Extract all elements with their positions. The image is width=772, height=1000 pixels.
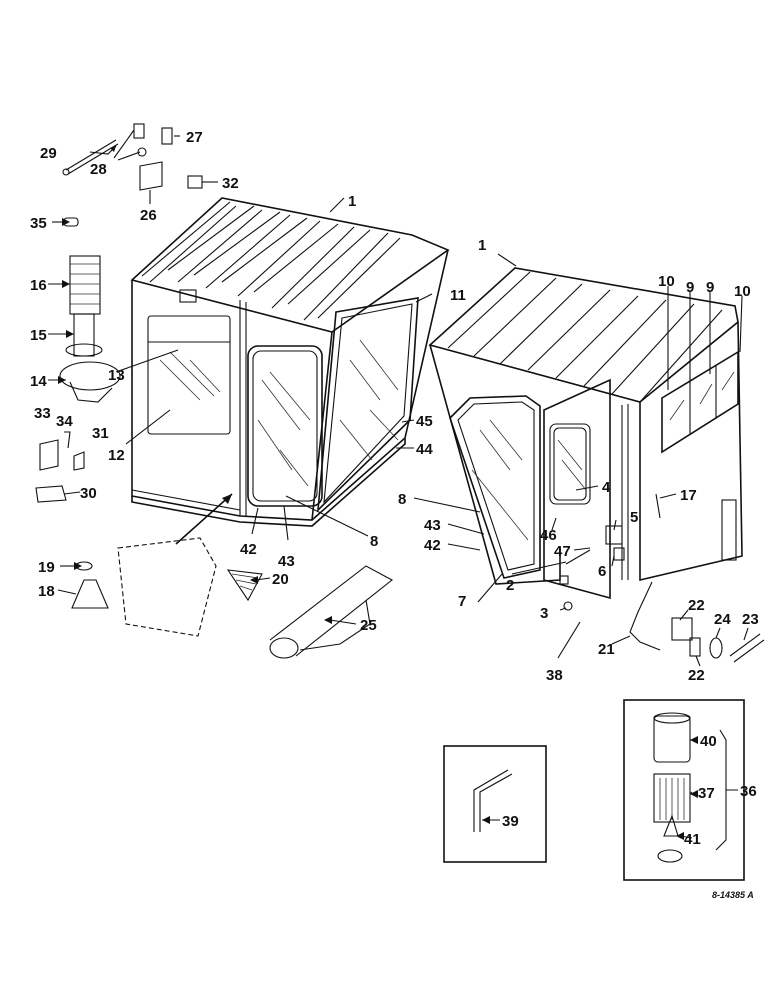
callout-45: 45	[416, 413, 433, 430]
callout-10-left: 10	[658, 273, 675, 290]
callout-labels: 29 28 27 26 32 35 16 15 14 13 12 33 34 3…	[30, 129, 759, 900]
callout-42-right: 42	[424, 537, 441, 554]
callout-4: 4	[602, 479, 611, 496]
callout-42-left: 42	[240, 541, 257, 558]
callout-13: 13	[108, 367, 125, 384]
callout-44: 44	[416, 441, 433, 458]
callout-27: 27	[186, 129, 203, 146]
callout-33: 33	[34, 405, 51, 422]
callout-16: 16	[30, 277, 47, 294]
callout-5: 5	[630, 509, 638, 526]
callout-9-left: 9	[686, 279, 694, 296]
callout-20: 20	[272, 571, 289, 588]
callout-7: 7	[458, 593, 466, 610]
callout-28: 28	[90, 161, 107, 178]
callout-34: 34	[56, 413, 73, 430]
callout-35: 35	[30, 215, 47, 232]
callout-46: 46	[540, 527, 557, 544]
callout-1-right: 1	[478, 237, 486, 254]
callout-37: 37	[698, 785, 715, 802]
callout-38: 38	[546, 667, 563, 684]
callout-21: 21	[598, 641, 615, 658]
callout-17: 17	[680, 487, 697, 504]
callout-1-left: 1	[348, 193, 356, 210]
callout-11: 11	[450, 287, 466, 304]
left-cab	[130, 197, 450, 527]
callout-19: 19	[38, 559, 55, 576]
callout-22-top: 22	[688, 597, 705, 614]
callout-23: 23	[742, 611, 759, 628]
callout-36: 36	[740, 783, 757, 800]
callout-30: 30	[80, 485, 97, 502]
callout-39: 39	[502, 813, 519, 830]
callout-12: 12	[108, 447, 125, 464]
callout-8-right-cab: 8	[398, 491, 406, 508]
callout-15: 15	[30, 327, 47, 344]
drawing-reference: 8-14385 A	[712, 890, 754, 900]
callout-40: 40	[700, 733, 717, 750]
callout-9-right: 9	[706, 279, 714, 296]
right-cab	[428, 267, 743, 651]
callout-18: 18	[38, 583, 55, 600]
callout-31: 31	[92, 425, 109, 442]
callout-2: 2	[506, 577, 514, 594]
callout-26: 26	[140, 207, 157, 224]
callout-41: 41	[684, 831, 701, 848]
callout-47: 47	[554, 543, 571, 560]
callout-43-right: 43	[424, 517, 441, 534]
callout-6: 6	[598, 563, 606, 580]
callout-29: 29	[40, 145, 57, 162]
callout-14: 14	[30, 373, 47, 390]
callout-8-right-of-left-cab: 8	[370, 533, 378, 550]
leader-lines	[48, 129, 749, 851]
callout-3: 3	[540, 605, 548, 622]
callout-22-bottom: 22	[688, 667, 705, 684]
callout-10-right: 10	[734, 283, 751, 300]
callout-43-left: 43	[278, 553, 295, 570]
callout-32: 32	[222, 175, 239, 192]
callout-24: 24	[714, 611, 731, 628]
callout-25: 25	[360, 617, 377, 634]
arrow-heads	[58, 146, 698, 840]
